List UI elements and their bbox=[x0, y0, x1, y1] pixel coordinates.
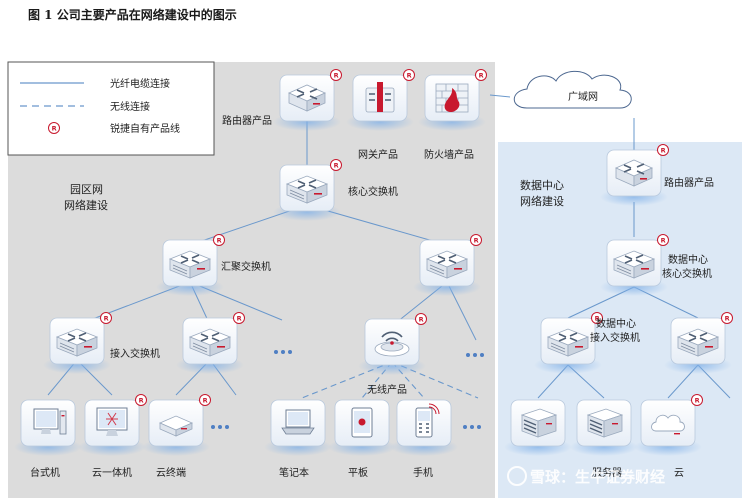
svg-text:R: R bbox=[474, 237, 479, 245]
datacenter-core-label-line2: 核心交换机 bbox=[662, 267, 712, 280]
svg-text:R: R bbox=[695, 397, 700, 405]
cloud-server-label: 云 bbox=[674, 468, 684, 479]
ellipsis-dots bbox=[211, 350, 484, 429]
aggregation-switch-badge: R bbox=[213, 234, 225, 246]
server-label: 服务器 bbox=[592, 466, 622, 479]
laptop-node bbox=[264, 399, 332, 456]
cloud-terminal-node bbox=[142, 399, 210, 456]
datacenter-core-switch-node bbox=[600, 239, 668, 296]
campus-router-label: 路由器产品 bbox=[222, 114, 272, 127]
aggregation-switch-node bbox=[156, 239, 224, 296]
svg-text:R: R bbox=[334, 72, 339, 80]
firewall-node bbox=[418, 74, 486, 131]
server-1-icon bbox=[521, 408, 557, 438]
svg-text:R: R bbox=[419, 316, 424, 324]
core-switch-label: 核心交换机 bbox=[348, 185, 398, 198]
gateway-label: 网关产品 bbox=[358, 148, 398, 161]
wireless-ap-badge: R bbox=[415, 313, 427, 325]
legend-badge-letter: R bbox=[52, 125, 57, 133]
server-1-node bbox=[504, 399, 572, 456]
all-in-one-badge: R bbox=[135, 394, 147, 406]
campus-router-badge: R bbox=[330, 69, 342, 81]
datacenter-title-line1: 数据中心 bbox=[520, 178, 564, 192]
svg-text:R: R bbox=[217, 237, 222, 245]
datacenter-core-label-line1: 数据中心 bbox=[668, 253, 708, 266]
all-in-one-label: 云一体机 bbox=[92, 466, 132, 479]
wan-label: 广域网 bbox=[568, 90, 598, 103]
all-in-one-node bbox=[78, 399, 146, 456]
access-switch-right-node bbox=[176, 317, 244, 374]
datacenter-access-label-line2: 接入交换机 bbox=[590, 331, 640, 344]
gateway-badge: R bbox=[403, 69, 415, 81]
svg-text:R: R bbox=[139, 397, 144, 405]
aggregation-switch-right-node bbox=[413, 239, 481, 296]
watermark: 雪球：生牛证券财经 bbox=[530, 468, 665, 486]
datacenter-access-switch-right-badge: R bbox=[721, 312, 733, 324]
desktop-node bbox=[14, 399, 82, 456]
cloud-server-badge: R bbox=[691, 394, 703, 406]
figure-title: 图 1 公司主要产品在网络建设中的图示 bbox=[28, 8, 237, 22]
watermark-logo-icon bbox=[507, 466, 527, 486]
svg-text:R: R bbox=[407, 72, 412, 80]
tablet-label: 平板 bbox=[348, 466, 368, 479]
tablet-icon bbox=[351, 407, 373, 438]
legend-badge-icon bbox=[48, 122, 60, 134]
desktop-label: 台式机 bbox=[30, 466, 60, 479]
cloud-server-node bbox=[634, 399, 702, 456]
server-2-icon bbox=[587, 408, 623, 438]
legend: 光纤电缆连接 无线连接 R 锐捷自有产品线 bbox=[7, 61, 215, 156]
legend-own-product-label: 锐捷自有产品线 bbox=[110, 122, 180, 135]
aggregation-switch-label: 汇聚交换机 bbox=[221, 260, 271, 273]
svg-text:R: R bbox=[661, 147, 666, 155]
campus-title-line1: 园区网 bbox=[70, 183, 103, 196]
server-2-node bbox=[570, 399, 638, 456]
datacenter-core-switch-badge: R bbox=[657, 234, 669, 246]
aggregation-switch-right-badge: R bbox=[470, 234, 482, 246]
svg-text:R: R bbox=[661, 237, 666, 245]
phone-node bbox=[390, 399, 458, 456]
tablet-node bbox=[328, 399, 396, 456]
datacenter-router-node bbox=[600, 149, 668, 206]
access-switch-label: 接入交换机 bbox=[110, 347, 160, 360]
wireless-ap-node bbox=[358, 318, 426, 375]
core-switch-node bbox=[273, 164, 341, 221]
phone-label: 手机 bbox=[413, 466, 433, 479]
access-switch-left-node bbox=[43, 317, 111, 374]
campus-router-node bbox=[273, 74, 341, 131]
cloud-terminal-label: 云终端 bbox=[156, 466, 186, 479]
svg-text:R: R bbox=[237, 315, 242, 323]
svg-text:R: R bbox=[104, 315, 109, 323]
firewall-badge: R bbox=[475, 69, 487, 81]
svg-text:R: R bbox=[595, 315, 600, 323]
svg-text:R: R bbox=[479, 72, 484, 80]
core-switch-badge: R bbox=[330, 159, 342, 171]
access-switch-left-badge: R bbox=[100, 312, 112, 324]
access-switch-right-badge: R bbox=[233, 312, 245, 324]
datacenter-router-label: 路由器产品 bbox=[664, 176, 714, 189]
campus-title-line2: 网络建设 bbox=[64, 198, 108, 212]
datacenter-access-switch-right-node bbox=[664, 317, 732, 374]
wan-cloud bbox=[513, 70, 632, 109]
laptop-label: 笔记本 bbox=[279, 466, 309, 479]
datacenter-title-line2: 网络建设 bbox=[520, 194, 564, 208]
svg-text:R: R bbox=[334, 162, 339, 170]
datacenter-access-switch-left-badge: R bbox=[591, 312, 603, 324]
datacenter-access-label-line1: 数据中心 bbox=[596, 317, 636, 330]
gateway-node bbox=[346, 74, 414, 131]
legend-wireless-label: 无线连接 bbox=[110, 100, 150, 113]
legend-fiber-label: 光纤电缆连接 bbox=[110, 77, 170, 90]
svg-text:R: R bbox=[725, 315, 730, 323]
firewall-icon bbox=[435, 83, 469, 113]
firewall-label: 防火墙产品 bbox=[424, 148, 474, 161]
cloud-terminal-badge: R bbox=[199, 394, 211, 406]
wireless-label: 无线产品 bbox=[367, 383, 407, 396]
laptop-icon bbox=[281, 409, 315, 435]
datacenter-router-badge: R bbox=[657, 144, 669, 156]
svg-text:R: R bbox=[203, 397, 208, 405]
datacenter-access-switch-left-node bbox=[534, 317, 602, 374]
